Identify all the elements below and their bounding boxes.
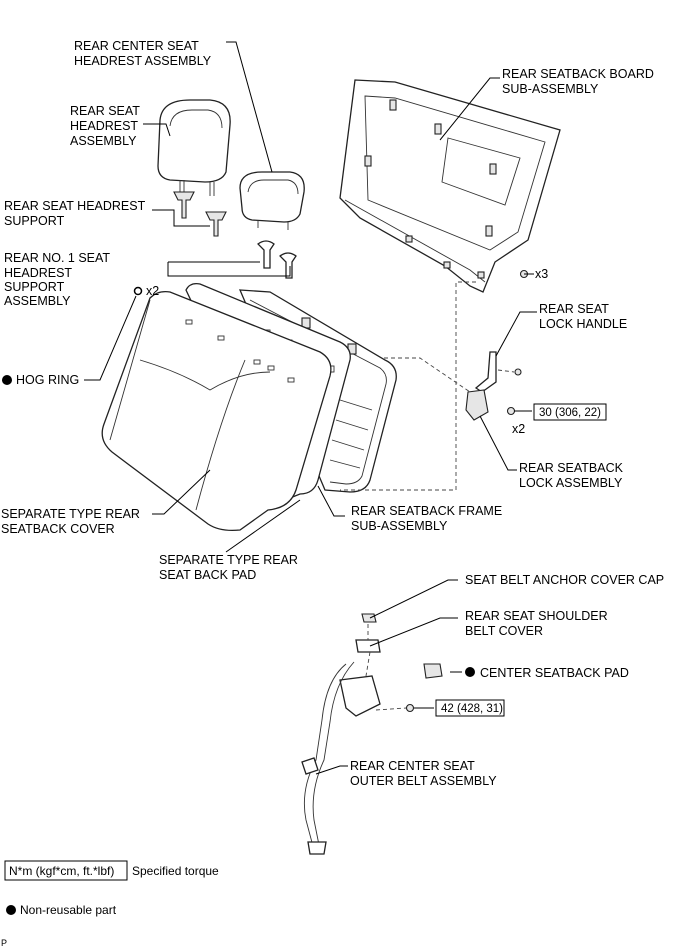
shoulder-belt-cover-drawing — [355, 639, 381, 653]
alignment-lines — [340, 281, 515, 711]
rear-seat-headrest-drawing — [157, 99, 231, 196]
corner-mark: P — [1, 938, 7, 948]
nonreusable-marker-center-pad — [465, 667, 475, 677]
label-shoulder-belt-cover: REAR SEAT SHOULDER BELT COVER — [465, 609, 611, 638]
label-separate-cover: SEPARATE TYPE REAR SEATBACK COVER — [1, 507, 143, 536]
label-rear-seat-lock-handle: REAR SEAT LOCK HANDLE — [539, 302, 627, 331]
legend-nonreusable-icon — [6, 905, 16, 915]
qty-lock-bolts: x2 — [512, 422, 525, 436]
leader-lines — [84, 41, 537, 775]
center-seatback-pad-drawing — [423, 663, 443, 679]
label-rear-seatback-board: REAR SEATBACK BOARD SUB-ASSEMBLY — [502, 67, 657, 96]
rear-seatback-board-drawing — [339, 79, 561, 293]
label-anchor-cover-cap: SEAT BELT ANCHOR COVER CAP — [465, 573, 664, 587]
label-headrest-support: REAR SEAT HEADREST SUPPORT — [4, 199, 149, 228]
no1-headrest-support-drawing — [257, 240, 297, 279]
torque-value-lock: 30 (306, 22) — [539, 407, 601, 419]
legend-torque-box — [4, 860, 128, 881]
label-hog-ring: HOG RING — [16, 373, 79, 387]
hog-ring-drawing — [133, 286, 143, 296]
torque-box-lock — [533, 403, 607, 421]
qty-hog-ring: x2 — [146, 284, 159, 298]
legend-torque-caption: Specified torque — [132, 864, 219, 878]
label-separate-pad: SEPARATE TYPE REAR SEAT BACK PAD — [159, 553, 301, 582]
label-outer-belt: REAR CENTER SEAT OUTER BELT ASSEMBLY — [350, 759, 497, 788]
label-seatback-frame: REAR SEATBACK FRAME SUB-ASSEMBLY — [351, 504, 506, 533]
label-rear-seatback-lock: REAR SEATBACK LOCK ASSEMBLY — [519, 461, 626, 490]
seatback-cover-drawing — [101, 290, 332, 532]
label-rear-seat-headrest: REAR SEAT HEADREST ASSEMBLY — [70, 104, 143, 148]
label-no1-headrest-support: REAR NO. 1 SEAT HEADREST SUPPORT ASSEMBL… — [4, 251, 113, 308]
legend-nonreusable-caption: Non-reusable part — [20, 903, 117, 917]
torque-value-belt: 42 (428, 31) — [441, 703, 503, 715]
label-rear-center-headrest: REAR CENTER SEAT HEADREST ASSEMBLY — [74, 39, 212, 68]
rear-center-headrest-drawing — [239, 171, 305, 230]
qty-board-clips: x3 — [535, 267, 548, 281]
nonreusable-marker-hog-ring — [2, 375, 12, 385]
headrest-support-drawing — [173, 191, 227, 237]
rear-seatback-lock-drawing — [465, 389, 516, 421]
label-center-seatback-pad: CENTER SEATBACK PAD — [480, 666, 629, 680]
outer-belt-drawing — [301, 661, 415, 855]
torque-box-belt — [435, 699, 505, 717]
legend-torque-unit: N*m (kgf*cm, ft.*lbf) — [9, 864, 114, 878]
anchor-cover-cap-drawing — [361, 613, 377, 623]
rear-seat-lock-handle-drawing — [474, 351, 522, 393]
